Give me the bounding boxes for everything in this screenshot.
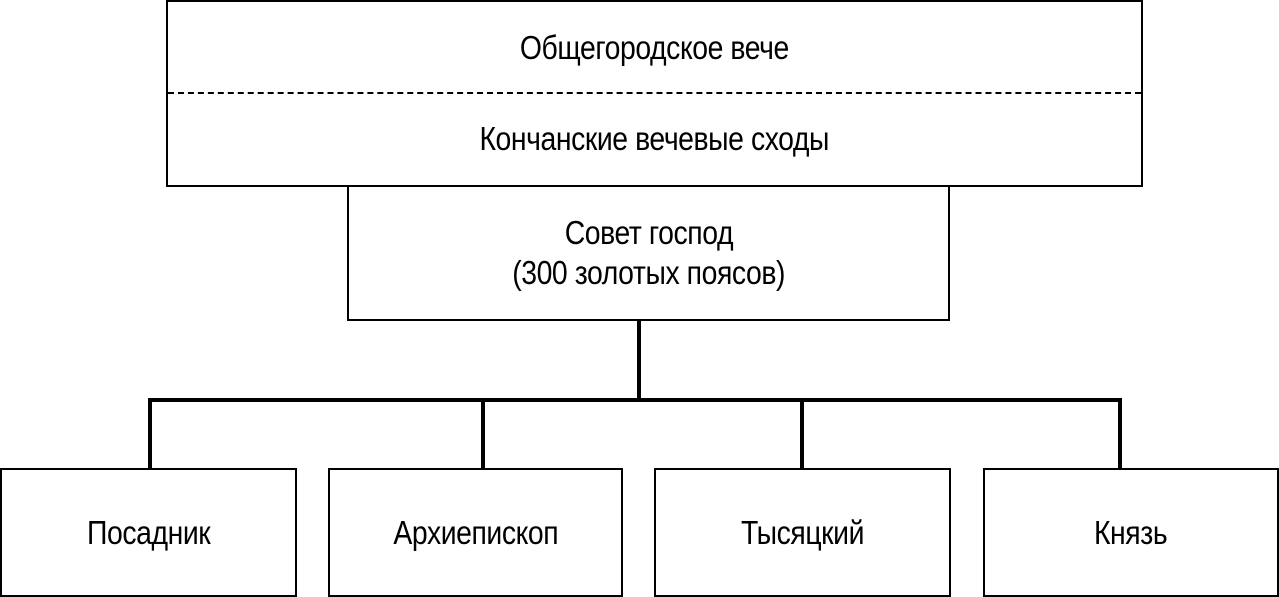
city-assembly-label: Общегородское вече (520, 28, 789, 66)
dashed-divider (168, 92, 1141, 94)
city-assembly-section: Общегородское вече (168, 2, 1141, 94)
council-box: Совет господ (300 золотых поясов) (347, 185, 950, 321)
veche-box: Общегородское вече Кончанские вечевые сх… (166, 0, 1143, 187)
council-title: Совет господ (564, 214, 733, 252)
council-subtitle: (300 золотых поясов) (512, 254, 785, 291)
district-assemblies-section: Кончанские вечевые сходы (168, 94, 1141, 186)
posadnik-label: Посадник (86, 513, 211, 551)
knyaz-label: Князь (1094, 513, 1168, 551)
tysyatsky-label: Тысяцкий (740, 513, 864, 551)
district-assemblies-label: Кончанские вечевые сходы (479, 120, 830, 158)
tysyatsky-box: Тысяцкий (654, 468, 951, 597)
posadnik-box: Посадник (0, 468, 297, 597)
knyaz-box: Князь (983, 468, 1279, 597)
archbishop-label: Архиепископ (393, 513, 558, 551)
archbishop-box: Архиепископ (328, 468, 623, 597)
